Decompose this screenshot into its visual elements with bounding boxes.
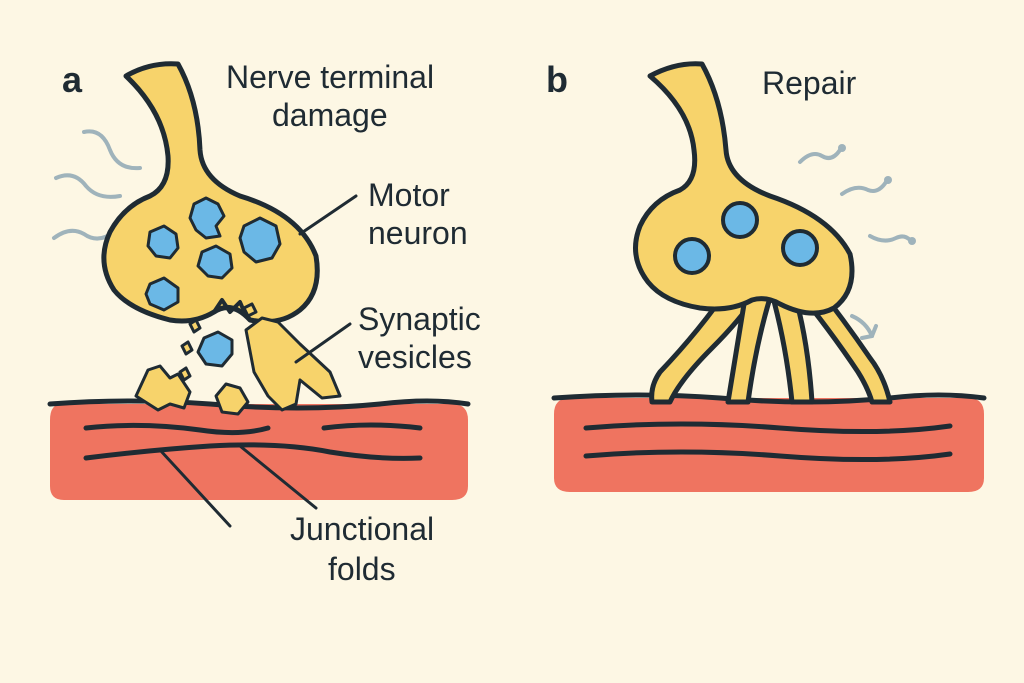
panel-a-damaged-vesicles xyxy=(144,196,282,368)
panel-a-muscle-fiber xyxy=(47,398,471,500)
panel-a-title-line-2: damage xyxy=(272,97,388,133)
panel-b-healthy-vesicles xyxy=(673,201,819,275)
junctional-folds-leader-line-1 xyxy=(158,448,232,528)
label-junctional-folds-line-1: Junctional xyxy=(290,511,434,547)
panel-b-motor-neuron xyxy=(633,61,855,316)
panel-a: a Nerve terminal damage xyxy=(47,59,481,587)
junctional-folds-leader-line-2 xyxy=(238,444,318,510)
panel-a-title-line-1: Nerve terminal xyxy=(226,59,434,95)
panel-b-signal-dots xyxy=(838,144,916,245)
label-motor-neuron-line-1: Motor xyxy=(368,177,450,213)
label-synaptic-vesicles-line-2: vesicles xyxy=(358,339,472,375)
panel-b-signal-lines xyxy=(798,148,912,340)
panel-a-signal-lines xyxy=(52,129,142,241)
label-junctional-folds-line-2: folds xyxy=(328,551,396,587)
panel-b-muscle-fiber xyxy=(551,392,987,492)
label-synaptic-vesicles-line-1: Synaptic xyxy=(358,301,481,337)
label-motor-neuron-line-2: neuron xyxy=(368,215,468,251)
synaptic-vesicles-leader-line xyxy=(294,322,352,364)
panel-a-terminal-fragments xyxy=(134,302,342,416)
motor-neuron-leader-line xyxy=(298,194,358,236)
panel-a-junctional-fold-lines xyxy=(83,422,423,461)
panel-b-letter: b xyxy=(546,59,568,100)
panel-b: b Repair xyxy=(546,59,987,492)
panel-a-letter: a xyxy=(62,59,83,100)
panel-b-title: Repair xyxy=(762,65,857,101)
panel-b-junctional-fold-lines xyxy=(583,421,953,463)
